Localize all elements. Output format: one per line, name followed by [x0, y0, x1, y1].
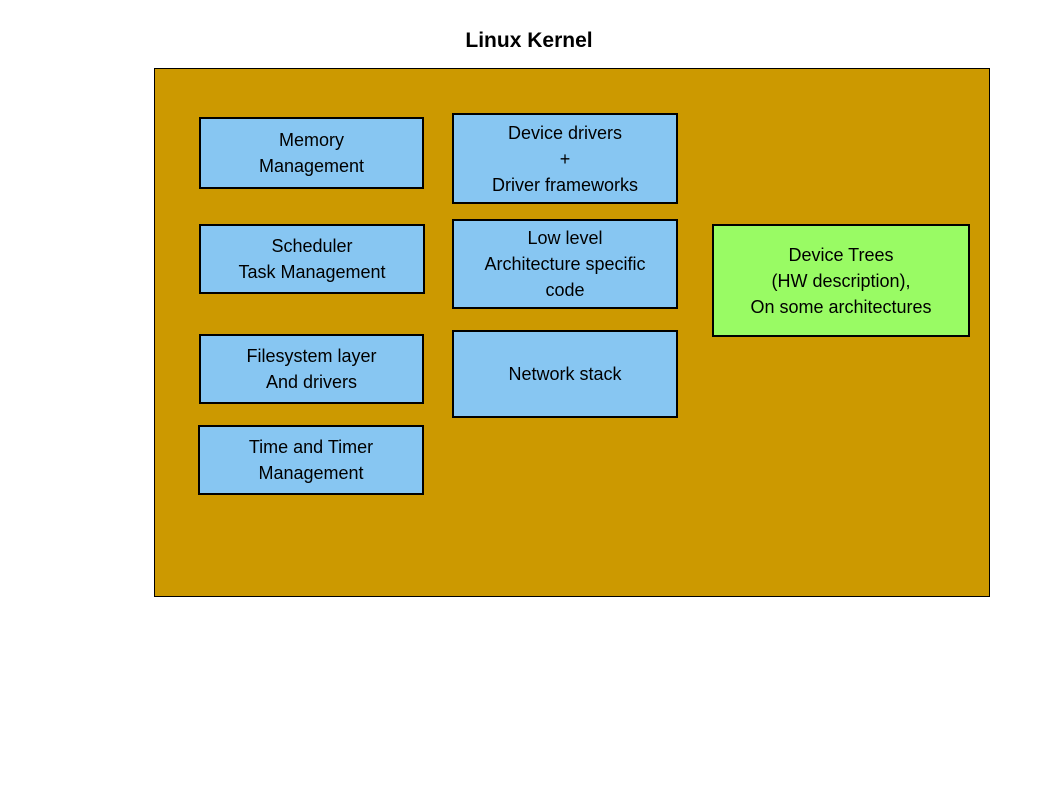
box-text-line: Management [258, 463, 364, 483]
box-text-line: Low level [527, 228, 603, 248]
box-text-line: Task Management [238, 262, 386, 282]
box-text-line: code [545, 280, 585, 300]
box-text-line: Driver frameworks [491, 174, 638, 195]
box-text-line: Filesystem layer [246, 346, 377, 366]
box-text-line: Memory [278, 130, 344, 150]
box-text-line: + [559, 148, 571, 169]
box-text-line: Time and Timer [248, 437, 374, 457]
diagram-title: Linux Kernel [465, 29, 593, 52]
box-network-stack: Network stack [452, 330, 678, 418]
box-text-line: Management [258, 156, 365, 176]
box-memory-management: Memory Management [199, 117, 424, 189]
box-low-level-architecture-code: Low level Architecture specific code [452, 219, 678, 309]
box-text-line: And drivers [265, 372, 358, 392]
linux-kernel-container: Memory Management Device drivers + Drive… [154, 68, 990, 597]
box-device-drivers: Device drivers + Driver frameworks [452, 113, 678, 204]
box-filesystem-layer: Filesystem layer And drivers [199, 334, 424, 404]
box-text-line: (HW description), [771, 270, 911, 291]
box-text-line: Scheduler [271, 236, 353, 256]
box-text-line: Device Trees [788, 244, 894, 265]
box-text-line: On some architectures [750, 296, 932, 317]
box-scheduler-task-management: Scheduler Task Management [199, 224, 425, 294]
box-text-line: Device drivers [507, 122, 623, 143]
box-text-line: Architecture specific [484, 254, 646, 274]
box-text-line: Network stack [508, 364, 622, 384]
box-device-trees: Device Trees (HW description), On some a… [712, 224, 970, 337]
box-time-timer-management: Time and Timer Management [198, 425, 424, 495]
